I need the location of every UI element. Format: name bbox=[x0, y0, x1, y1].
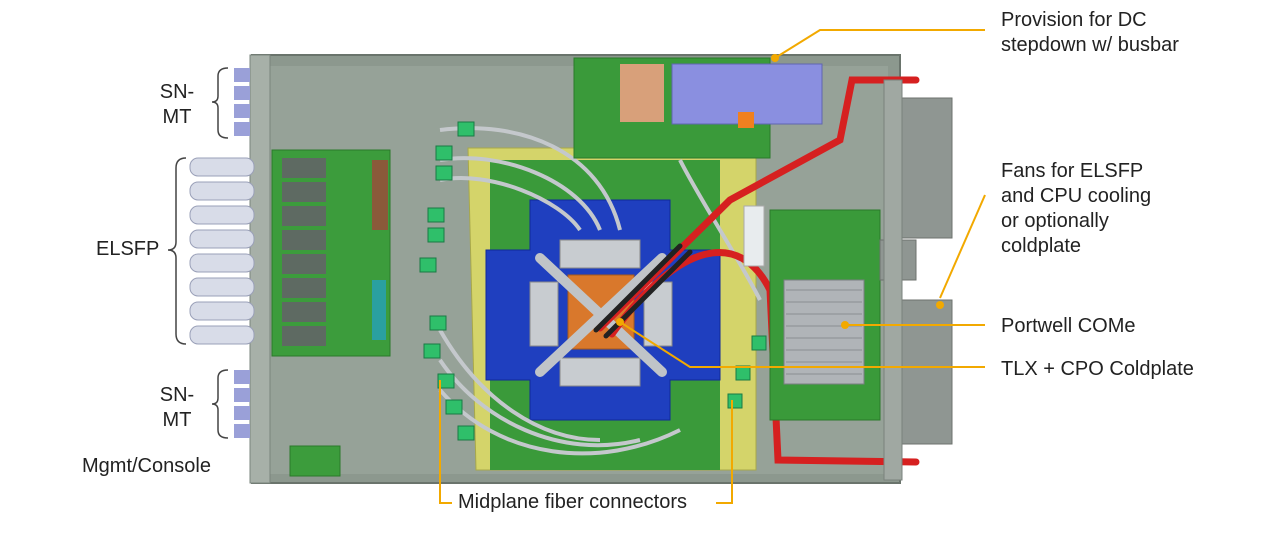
optical-engine-modules bbox=[529, 239, 673, 387]
portwell-come-heatsink bbox=[783, 279, 865, 385]
label-elsfp: ELSFP bbox=[96, 238, 160, 260]
dc-stepdown-copper bbox=[620, 64, 664, 122]
elsfp-connector-brown bbox=[372, 160, 388, 230]
callout-fans bbox=[939, 194, 986, 299]
label-provision: Provision for DC stepdown w/ busbar bbox=[1001, 9, 1179, 56]
label-sn-mt-top: SN- MT bbox=[159, 81, 195, 128]
label-sn-mt-bottom: SN- MT bbox=[159, 384, 195, 431]
mgmt-console-board bbox=[289, 445, 341, 477]
callout-dots bbox=[616, 54, 944, 329]
label-fans: Fans for ELSFP and CPU cooling or option… bbox=[1001, 160, 1152, 257]
callout-tlx bbox=[619, 321, 985, 368]
midplane-fiber-connectors bbox=[419, 121, 767, 441]
heatsink-fins bbox=[786, 289, 862, 375]
sn-mt-bottom-connectors bbox=[234, 370, 250, 438]
elsfp-cages bbox=[282, 158, 326, 346]
label-midplane: Midplane fiber connectors bbox=[458, 491, 688, 513]
label-portwell: Portwell COMe bbox=[1001, 315, 1136, 337]
label-mgmt-console: Mgmt/Console bbox=[82, 455, 211, 477]
sn-mt-top-connectors bbox=[234, 68, 250, 136]
callout-lines bbox=[439, 29, 986, 504]
callout-midplane-left bbox=[439, 380, 452, 504]
label-tlx-cpo: TLX + CPO Coldplate bbox=[1001, 358, 1194, 380]
fiber-routing bbox=[438, 126, 762, 456]
coldplate-cross-brace bbox=[535, 253, 667, 377]
come-white-card bbox=[743, 205, 765, 267]
elsfp-modules bbox=[189, 157, 255, 345]
dc-stepdown-terminal bbox=[738, 112, 754, 128]
elsfp-connector-teal bbox=[372, 280, 386, 340]
callout-provision bbox=[774, 29, 985, 59]
label-brackets bbox=[167, 67, 229, 439]
rear-panel bbox=[883, 79, 903, 481]
front-panel bbox=[249, 54, 271, 484]
callout-midplane-right bbox=[716, 400, 733, 504]
